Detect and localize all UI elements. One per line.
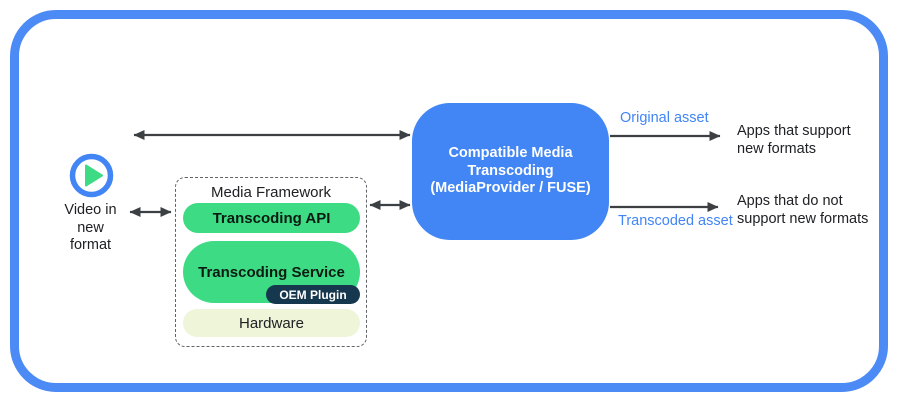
oem-plugin-pill: OEM Plugin [266, 285, 360, 304]
media-framework-box: Media Framework Transcoding API Transcod… [175, 177, 367, 347]
source-video-label: Video in new format [64, 202, 117, 253]
compatible-media-transcoding-box: Compatible Media Transcoding (MediaProvi… [412, 103, 609, 240]
media-framework-title: Media Framework [210, 184, 332, 201]
play-icon [69, 153, 114, 198]
original-asset-label: Original asset [620, 110, 709, 126]
transcoding-api-pill: Transcoding API [183, 203, 360, 233]
transcoded-asset-label: Transcoded asset [618, 213, 733, 229]
hardware-pill: Hardware [183, 309, 360, 337]
apps-support-label: Apps that support new formats [737, 123, 851, 157]
apps-no-support-label: Apps that do not support new formats [737, 193, 869, 227]
diagram-border [10, 10, 888, 392]
